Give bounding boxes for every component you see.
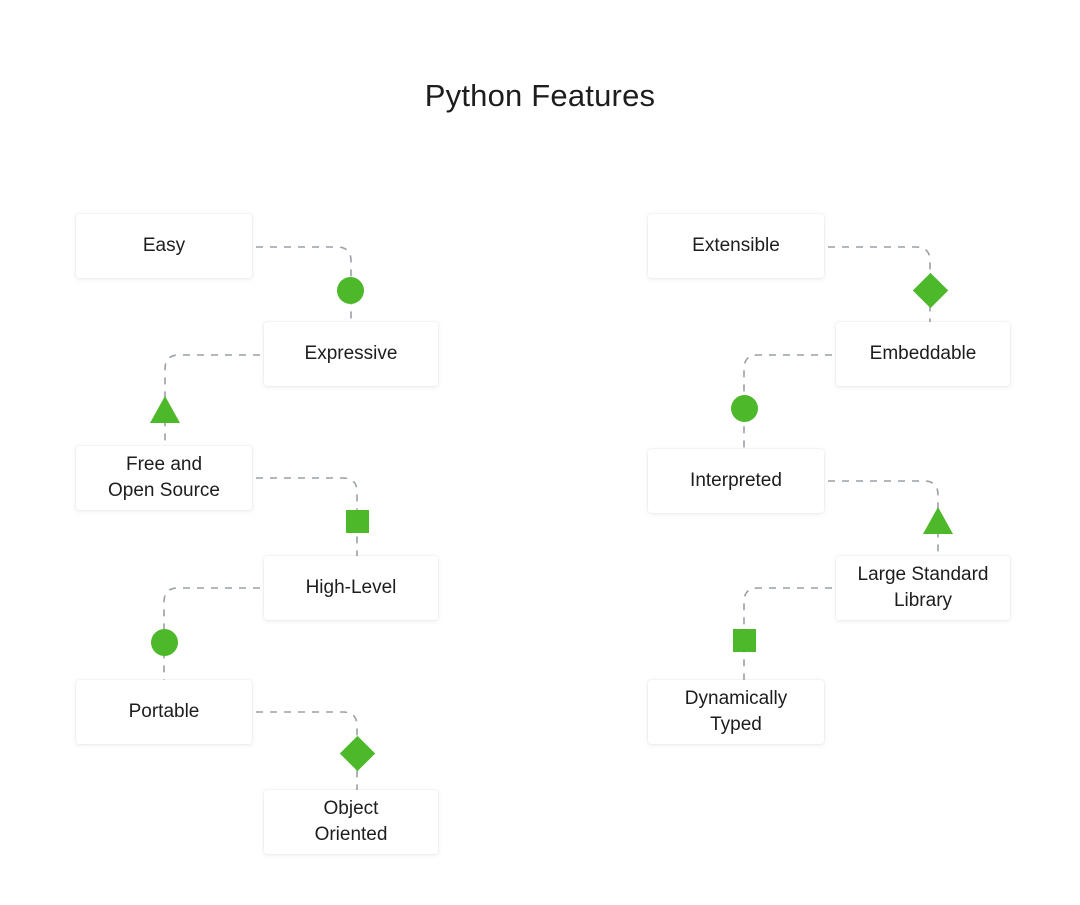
marker-circle-icon — [336, 276, 364, 304]
feature-node-label: Extensible — [692, 235, 780, 256]
feature-node-free-and-open-source[interactable]: Free and Open Source — [76, 446, 252, 510]
feature-node-easy[interactable]: Easy — [76, 214, 252, 278]
feature-node-label: Interpreted — [690, 470, 782, 491]
marker-diamond-icon — [912, 272, 948, 308]
marker-triangle-icon — [923, 507, 953, 535]
connector-line — [828, 246, 931, 322]
feature-node-expressive[interactable]: Expressive — [264, 322, 438, 386]
feature-node-label: Large Standard Library — [857, 564, 989, 611]
page-title: Python Features — [424, 78, 656, 113]
feature-node-label: Object Oriented — [314, 798, 388, 845]
marker-square-icon — [732, 628, 756, 652]
feature-node-label: Easy — [142, 235, 186, 256]
feature-node-large-standard-library[interactable]: Large Standard Library — [836, 556, 1010, 620]
marker-circle-icon — [730, 394, 758, 422]
feature-node-interpreted[interactable]: Interpreted — [648, 449, 824, 513]
marker-triangle-icon — [150, 396, 180, 424]
feature-node-object-oriented[interactable]: Object Oriented — [264, 790, 438, 854]
connector-line — [743, 354, 832, 449]
feature-node-extensible[interactable]: Extensible — [648, 214, 824, 278]
feature-node-portable[interactable]: Portable — [76, 680, 252, 744]
marker-circle-icon — [150, 628, 178, 656]
feature-node-label: Embeddable — [869, 343, 977, 364]
feature-node-embeddable[interactable]: Embeddable — [836, 322, 1010, 386]
connector-line — [256, 246, 352, 322]
feature-node-dynamically-typed[interactable]: Dynamically Typed — [648, 680, 824, 744]
connector-line — [256, 477, 358, 556]
connector-line — [743, 587, 832, 680]
connector-line — [163, 587, 260, 680]
marker-square-icon — [345, 509, 369, 533]
feature-node-high-level[interactable]: High-Level — [264, 556, 438, 620]
feature-node-label: Portable — [128, 701, 200, 722]
connector-line — [828, 480, 939, 556]
feature-node-label: Free and Open Source — [108, 454, 220, 501]
marker-diamond-icon — [339, 735, 375, 771]
feature-node-label: High-Level — [305, 577, 397, 598]
feature-node-label: Dynamically Typed — [684, 688, 788, 735]
feature-node-label: Expressive — [304, 343, 398, 364]
